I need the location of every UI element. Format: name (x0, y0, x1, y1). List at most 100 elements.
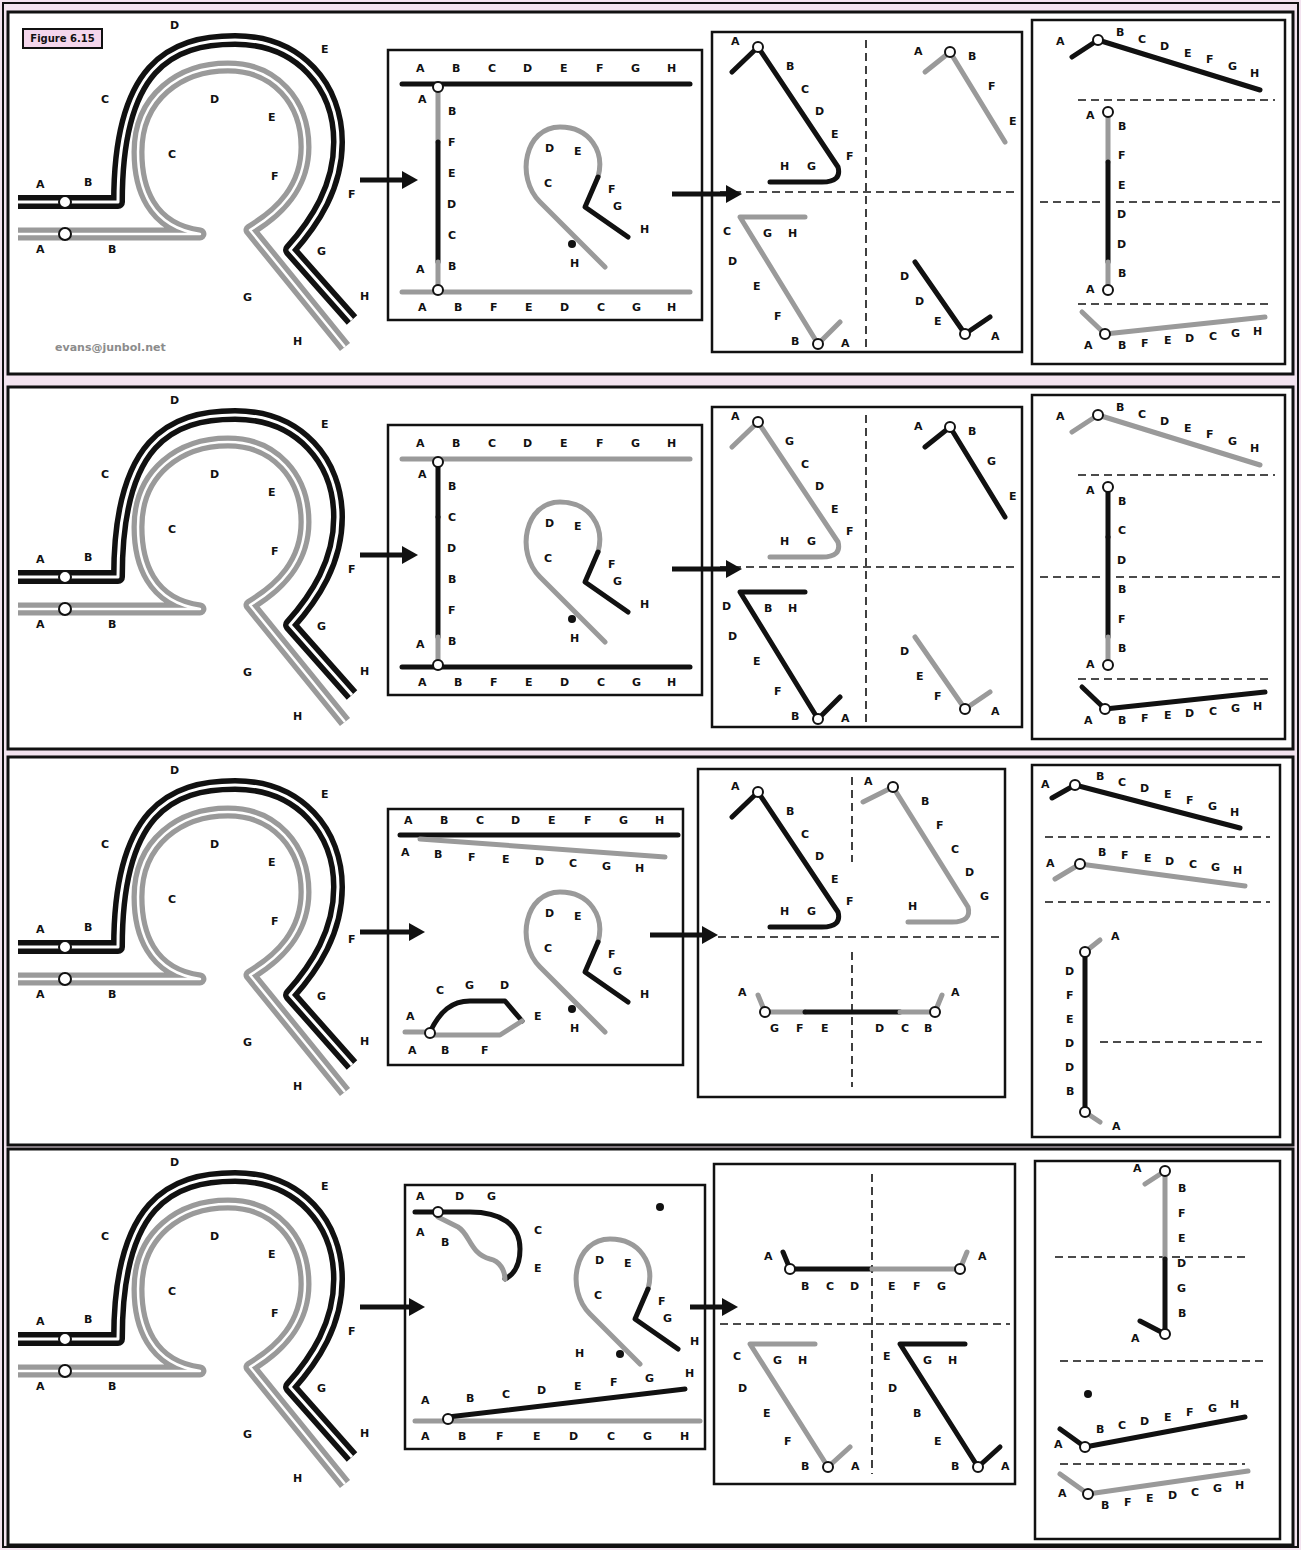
point-label: G (1212, 1483, 1223, 1495)
point-label: D (1139, 783, 1150, 795)
dashed-divider (1045, 836, 1270, 838)
point-label: G (630, 63, 641, 75)
flow-arrow (690, 1305, 726, 1310)
point-label: B (439, 815, 449, 827)
point-label: C (1137, 34, 1147, 46)
dot-marker (1084, 1390, 1092, 1398)
node-circle (1070, 780, 1080, 790)
node-circle (443, 1414, 453, 1424)
stage-box (405, 1185, 705, 1449)
point-label: E (882, 1351, 892, 1363)
node-circle (785, 1264, 795, 1274)
point-label: E (320, 419, 330, 431)
point-label: H (666, 677, 677, 689)
point-label: F (1123, 1497, 1133, 1509)
dot-marker (568, 1005, 576, 1013)
point-label: A (977, 1251, 988, 1263)
flow-arrow (360, 553, 406, 558)
point-label: D (499, 980, 510, 992)
point-label: G (979, 891, 990, 903)
point-label: E (267, 857, 277, 869)
point-label: F (773, 686, 783, 698)
point-label: B (800, 1281, 810, 1293)
path-line (420, 839, 665, 857)
path-line (1072, 40, 1260, 90)
point-label: B (83, 1314, 93, 1326)
dashed-divider (851, 952, 853, 1087)
point-label: G (1230, 703, 1241, 715)
arrow-head (409, 923, 425, 941)
point-label: B (950, 1461, 960, 1473)
point-label: E (320, 44, 330, 56)
point-label: D (1159, 416, 1170, 428)
path-line (436, 465, 441, 517)
stage-box (712, 407, 1022, 727)
stage-box (714, 1164, 1015, 1484)
point-label: E (830, 874, 840, 886)
point-label: H (1252, 701, 1263, 713)
point-label: H (907, 901, 918, 913)
path-line (805, 1010, 900, 1015)
point-label: B (447, 261, 457, 273)
point-label: D (209, 469, 220, 481)
point-label: F (1117, 150, 1127, 162)
point-label: B (457, 1431, 467, 1443)
point-label: D (899, 646, 910, 658)
path-line (732, 792, 839, 927)
start-marker (59, 973, 71, 985)
point-label: C (501, 1389, 511, 1401)
path-line (732, 47, 839, 182)
point-label: C (447, 512, 457, 524)
path-line (526, 892, 605, 1032)
point-label: H (779, 906, 790, 918)
node-circle (1080, 947, 1090, 957)
point-label: H (634, 863, 645, 875)
node-circle (753, 417, 763, 427)
point-label: E (267, 1249, 277, 1261)
point-label: F (347, 189, 357, 201)
point-label: D (814, 851, 825, 863)
point-label: F (447, 605, 457, 617)
point-label: F (773, 311, 783, 323)
point-label: A (1083, 340, 1094, 352)
point-label: B (451, 438, 461, 450)
point-label: C (447, 230, 457, 242)
point-label: F (783, 1436, 793, 1448)
point-label: E (820, 1023, 830, 1035)
point-label: H (569, 633, 580, 645)
point-label: B (790, 336, 800, 348)
point-label: H (779, 536, 790, 548)
point-label: D (1184, 708, 1195, 720)
node-circle (930, 1007, 940, 1017)
point-label: B (440, 1045, 450, 1057)
point-label: H (292, 711, 303, 723)
point-label: A (415, 1191, 426, 1203)
point-label: H (779, 161, 790, 173)
point-label: G (631, 677, 642, 689)
grey-track (18, 442, 345, 722)
stage-box (1032, 20, 1285, 364)
path-line (872, 1252, 967, 1269)
point-label: H (1229, 807, 1240, 819)
point-label: B (433, 849, 443, 861)
point-label: F (912, 1281, 922, 1293)
point-label: H (1249, 68, 1260, 80)
path-line (783, 1252, 872, 1269)
point-label: G (316, 621, 327, 633)
point-label: D (1116, 209, 1127, 221)
point-label: E (1183, 48, 1193, 60)
point-label: H (666, 302, 677, 314)
path-line (863, 787, 969, 922)
start-marker (59, 1365, 71, 1377)
point-label: F (480, 1045, 490, 1057)
path-line (402, 290, 690, 295)
path-line (750, 1344, 850, 1467)
point-label: C (487, 63, 497, 75)
point-label: F (1140, 338, 1150, 350)
point-label: G (612, 201, 623, 213)
node-circle (973, 1462, 983, 1472)
arrow-head (402, 171, 418, 189)
point-label: G (806, 161, 817, 173)
track-gap (18, 442, 345, 722)
path-line (402, 665, 690, 670)
